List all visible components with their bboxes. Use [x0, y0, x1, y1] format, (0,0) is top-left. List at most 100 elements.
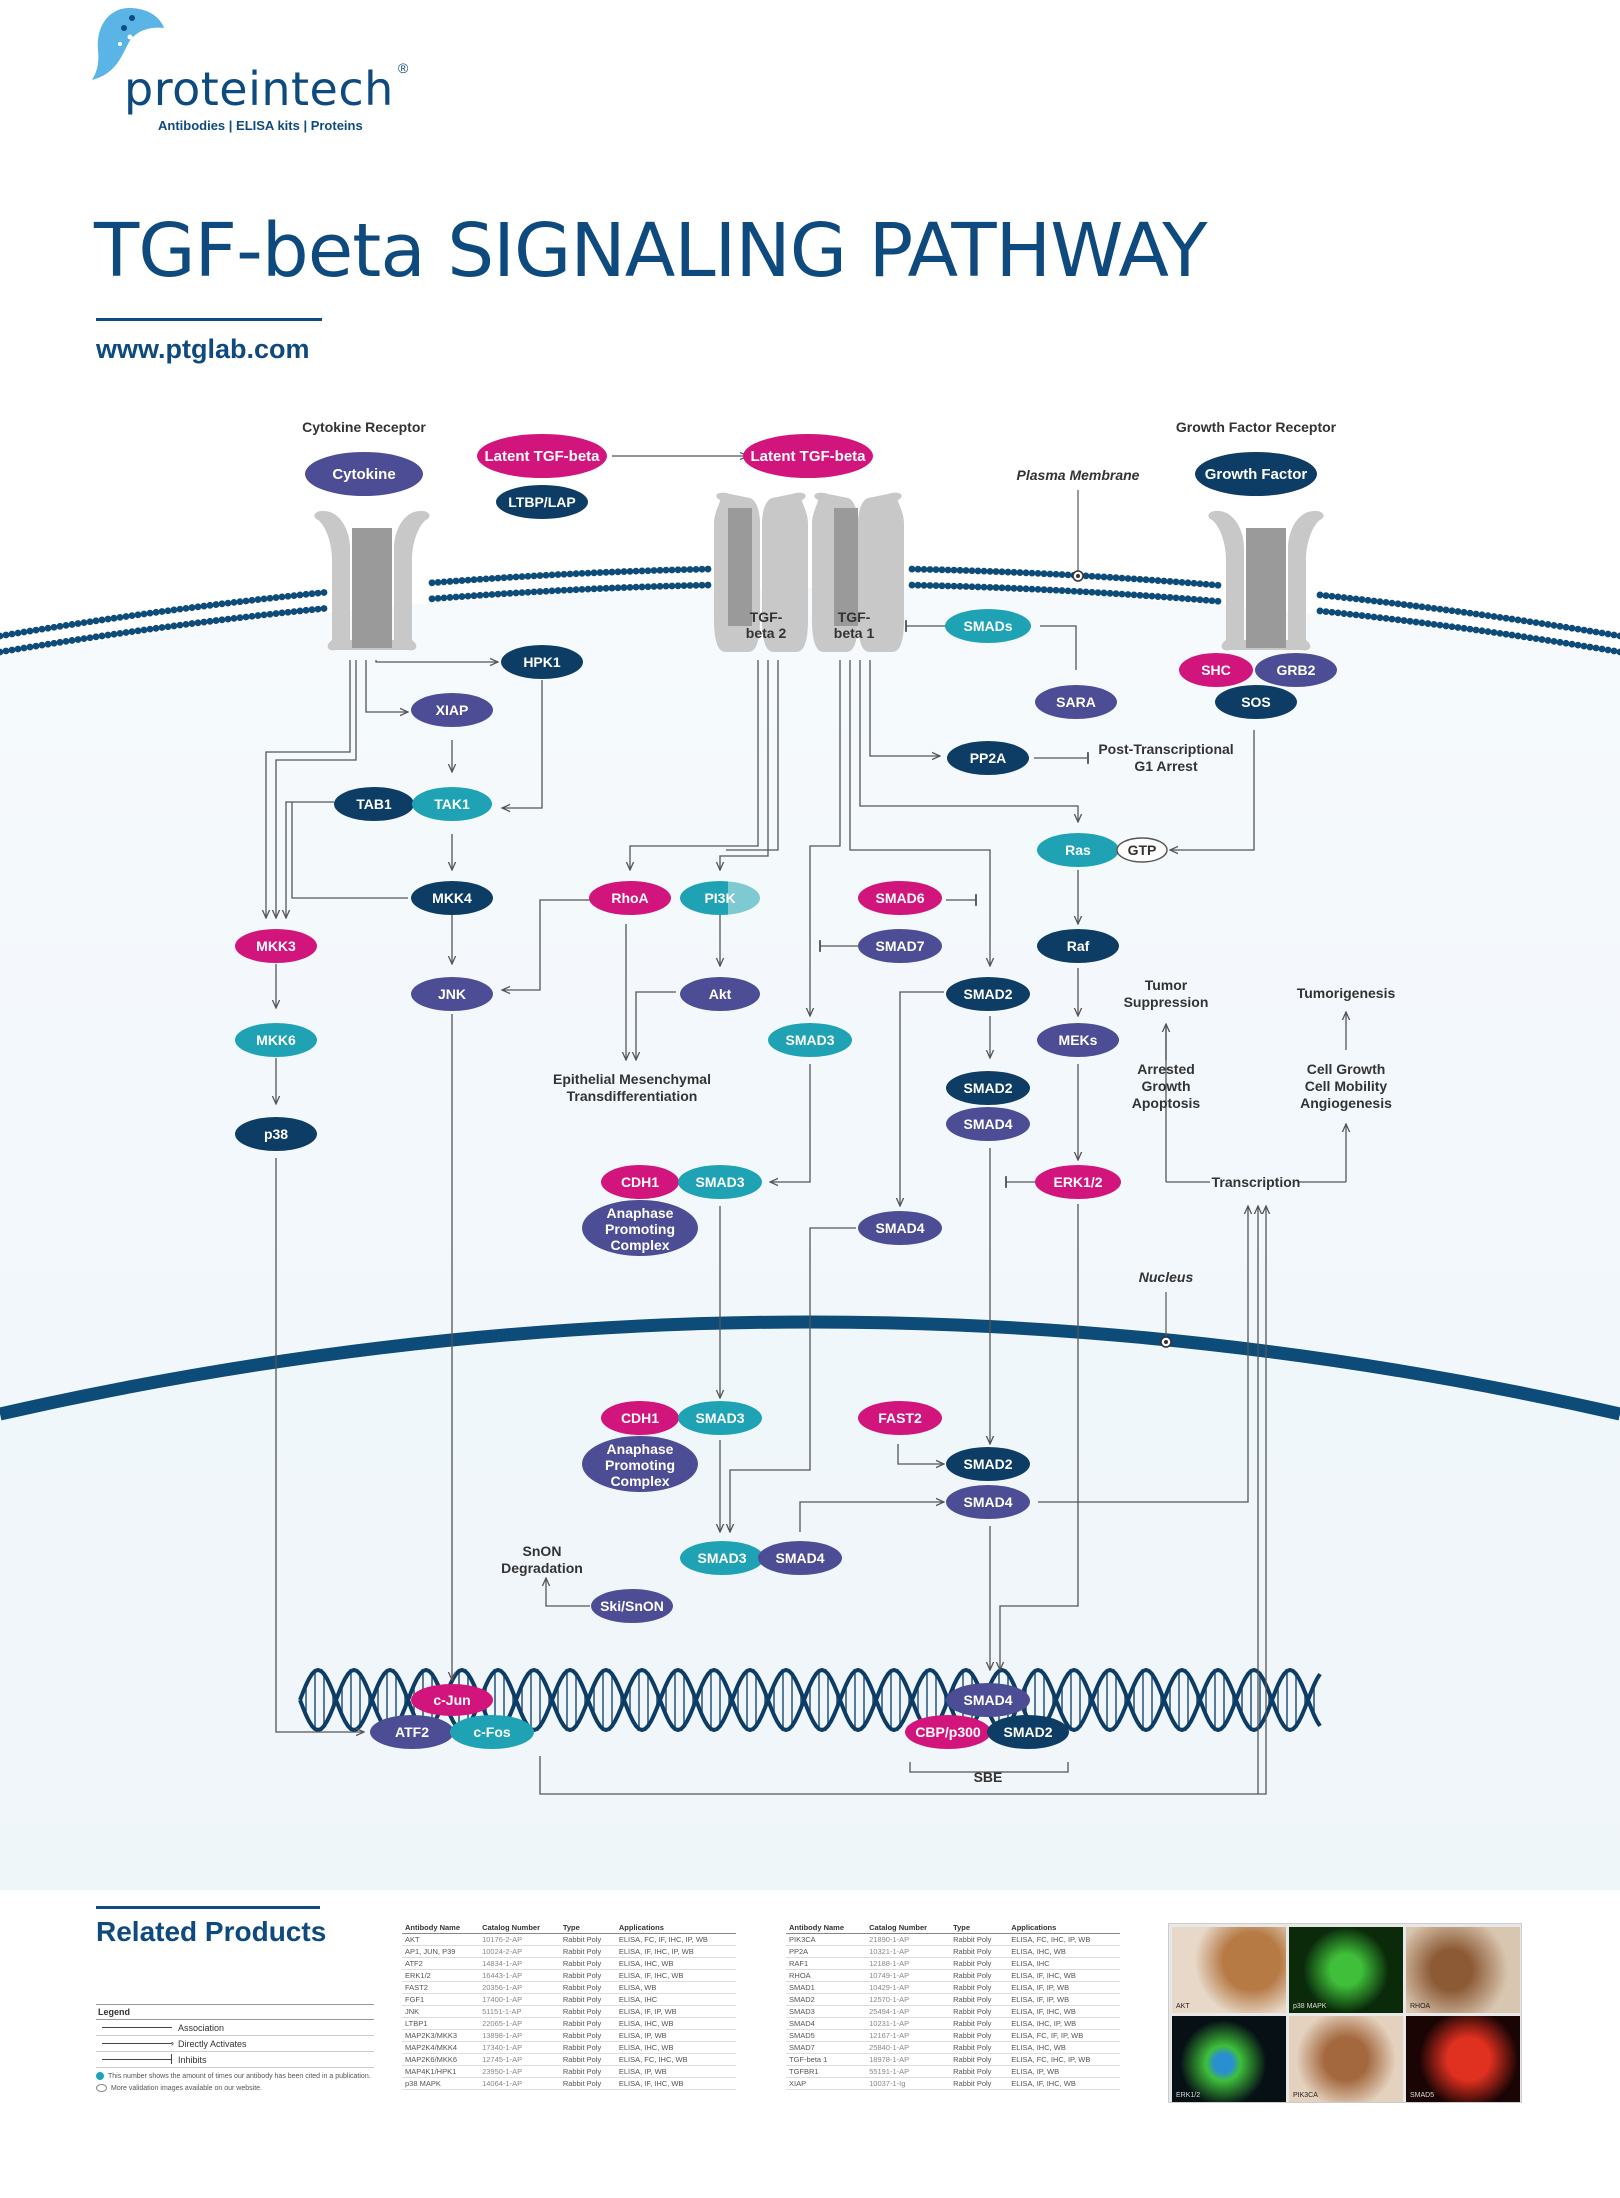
membrane-lipid: [44, 640, 52, 648]
applications: ELISA, FC, IHC, WB: [615, 2053, 736, 2066]
validation-image[interactable]: p38 MAPK: [1289, 1927, 1403, 2013]
validation-image[interactable]: AKT: [1172, 1927, 1286, 2013]
applications: ELISA, IF, IP, WB: [615, 2005, 736, 2018]
catalog-number[interactable]: 10176-2-AP: [479, 1933, 560, 1946]
applications: ELISA, IF, IHC, WB: [1008, 2005, 1120, 2018]
membrane-lipid: [572, 586, 580, 594]
svg-text:CDH1: CDH1: [621, 1410, 659, 1426]
applications: ELISA, IHC, WB: [615, 2017, 736, 2030]
logo-dot: [129, 15, 135, 21]
membrane-lipid: [1592, 628, 1600, 636]
catalog-number[interactable]: 23950-1-AP: [479, 2065, 560, 2078]
node-akt: Akt: [680, 977, 760, 1011]
membrane-lipid: [476, 575, 484, 583]
edge-erk-dna: [1000, 1204, 1079, 1670]
membrane-lipid: [938, 566, 946, 574]
node-ski: Ski/SnON: [591, 1589, 673, 1623]
membrane-lipid: [608, 584, 616, 592]
tgfbeta1-label: TGF-beta 1: [834, 609, 875, 641]
validation-image[interactable]: SMAD5: [1406, 2016, 1520, 2102]
membrane-lipid: [908, 565, 916, 573]
membrane-lipid: [206, 601, 214, 609]
catalog-number[interactable]: 10024-2-AP: [479, 1945, 560, 1958]
membrane-lipid: [428, 579, 436, 587]
validation-image[interactable]: PIK3CA: [1289, 2016, 1403, 2102]
catalog-number[interactable]: 10037-1-Ig: [866, 2077, 951, 2090]
membrane-lipid: [164, 623, 172, 631]
membrane-lipid: [182, 620, 190, 628]
svg-text:RhoA: RhoA: [611, 890, 648, 906]
catalog-number[interactable]: 25494-1-AP: [866, 2005, 951, 2018]
node-smad2-dna: SMAD2: [987, 1715, 1069, 1749]
membrane-lipid: [590, 569, 598, 577]
svg-text:SMAD2: SMAD2: [963, 986, 1012, 1002]
membrane-lipid: [128, 628, 136, 636]
membrane-lipid: [1364, 612, 1372, 620]
catalog-number[interactable]: 10429-1-AP: [866, 1981, 951, 1994]
svg-text:SMAD4: SMAD4: [775, 1550, 824, 1566]
membrane-lipid: [212, 617, 220, 624]
antibody-name: MAP4K1/HPK1: [402, 2065, 480, 2078]
membrane-lipid: [314, 589, 322, 597]
validation-image[interactable]: ERK1/2: [1172, 2016, 1286, 2102]
validation-image[interactable]: RHOA: [1406, 1927, 1520, 2013]
catalog-number[interactable]: 22065-1-AP: [479, 2017, 560, 2030]
membrane-lipid: [1514, 616, 1522, 624]
catalog-number[interactable]: 14834-1-AP: [479, 1957, 560, 1970]
catalog-number[interactable]: 17400-1-AP: [479, 1993, 560, 2006]
membrane-lipid: [134, 627, 142, 635]
catalog-number[interactable]: 12167-1-AP: [866, 2029, 951, 2042]
applications: ELISA, WB: [615, 1981, 736, 1994]
membrane-lipid: [1436, 605, 1444, 613]
membrane-lipid: [992, 584, 1000, 591]
catalog-number[interactable]: 12570-1-AP: [866, 1993, 951, 2006]
membrane-lipid: [314, 605, 322, 613]
column-header: Type: [950, 1922, 1009, 1934]
antibody-type: Rabbit Poly: [559, 1957, 616, 1970]
catalog-number[interactable]: 51151-1-AP: [479, 2005, 560, 2018]
catalog-number[interactable]: 21890-1-AP: [866, 1933, 951, 1946]
catalog-number[interactable]: 25840-1-AP: [866, 2041, 951, 2054]
antibody-type: Rabbit Poly: [950, 2005, 1009, 2018]
catalog-number[interactable]: 12745-1-AP: [479, 2053, 560, 2066]
legend-note-images: More validation images available on our …: [96, 2084, 374, 2092]
membrane-lipid: [1010, 584, 1018, 592]
catalog-number[interactable]: 10321-1-AP: [866, 1945, 951, 1958]
membrane-lipid: [320, 605, 328, 612]
membrane-lipid: [1178, 578, 1186, 586]
antibody-name: RHOA: [786, 1969, 867, 1982]
membrane-lipid: [116, 629, 124, 637]
catalog-number[interactable]: 13898-1-AP: [479, 2029, 560, 2042]
membrane-lipid: [638, 567, 646, 575]
membrane-lipid: [176, 605, 184, 613]
svg-text:Promoting: Promoting: [605, 1221, 675, 1237]
catalog-number[interactable]: 55191-1-AP: [866, 2065, 951, 2078]
antibody-name: SMAD2: [786, 1993, 867, 2006]
catalog-number[interactable]: 20356-1-AP: [479, 1981, 560, 1994]
catalog-number[interactable]: 10231-1-AP: [866, 2017, 951, 2030]
membrane-lipid: [1586, 627, 1594, 635]
catalog-number[interactable]: 12188-1-AP: [866, 1957, 951, 1970]
membrane-lipid: [518, 589, 526, 596]
catalog-number[interactable]: 18978-1-AP: [866, 2053, 951, 2066]
tumorigenesis-label: Tumorigenesis: [1297, 985, 1396, 1001]
membrane-lipid: [98, 616, 106, 624]
catalog-number[interactable]: 14064-1-AP: [479, 2077, 560, 2090]
membrane-lipid: [1418, 603, 1426, 611]
membrane-lipid: [140, 610, 148, 618]
catalog-number[interactable]: 16443-1-AP: [479, 1969, 560, 1982]
catalog-number[interactable]: 10749-1-AP: [866, 1969, 951, 1982]
antibody-name: SMAD1: [786, 1981, 867, 1994]
edge-rec-mkk3: [266, 660, 351, 918]
website-link[interactable]: www.ptglab.com: [96, 334, 310, 364]
membrane-lipid: [602, 568, 610, 576]
catalog-number[interactable]: 17340-1-AP: [479, 2041, 560, 2054]
antibody-type: Rabbit Poly: [559, 1933, 616, 1946]
membrane-lipid: [1016, 569, 1024, 576]
membrane-lipid: [620, 568, 628, 575]
